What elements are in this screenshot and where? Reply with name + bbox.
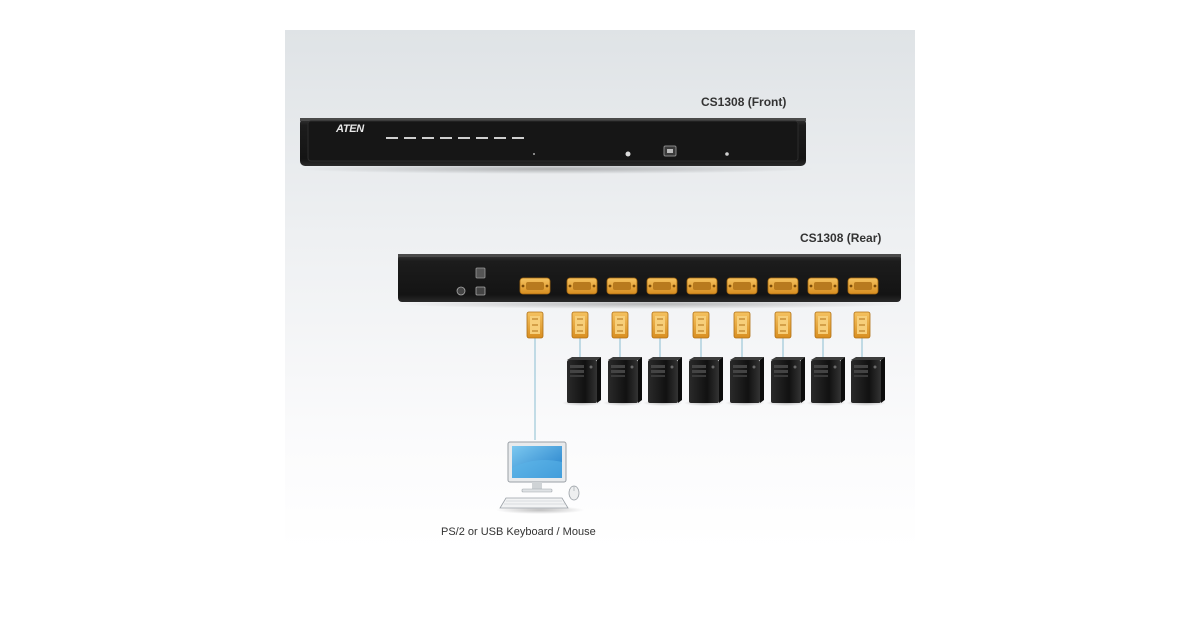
console-caption: PS/2 or USB Keyboard / Mouse bbox=[441, 526, 596, 538]
kvm-cable-connector-icon bbox=[651, 311, 669, 339]
front-button bbox=[625, 151, 631, 157]
kvm-computer-port bbox=[807, 277, 839, 295]
tower-pc-icon bbox=[648, 357, 682, 403]
monitor-keyboard-mouse-icon bbox=[496, 441, 584, 514]
mouse-icon bbox=[568, 485, 580, 501]
kvm-cable-connector-icon bbox=[853, 311, 871, 339]
ground-screw-icon bbox=[456, 286, 466, 296]
monitor-icon bbox=[507, 441, 567, 493]
kvm-cable-connector-icon bbox=[526, 311, 544, 339]
front-unit-label: CS1308 (Front) bbox=[701, 95, 787, 109]
tower-pc-icon bbox=[689, 357, 723, 403]
kvm-cable-connector-icon bbox=[692, 311, 710, 339]
kvm-cable-connector-icon bbox=[571, 311, 589, 339]
cable-connectors bbox=[526, 311, 871, 339]
kvm-console-port bbox=[519, 277, 551, 295]
computers bbox=[562, 357, 886, 406]
front-port-led bbox=[458, 137, 470, 139]
kvm-computer-port bbox=[847, 277, 879, 295]
kvm-cable-connector-icon bbox=[611, 311, 629, 339]
aten-logo: ATEN bbox=[336, 123, 364, 135]
kvm-cable-connector-icon bbox=[774, 311, 792, 339]
kvm-cable-connector-icon bbox=[733, 311, 751, 339]
kvm-computer-port bbox=[726, 277, 758, 295]
tower-pc-icon bbox=[771, 357, 805, 403]
kvm-front-panel bbox=[295, 118, 815, 174]
tower-pc-icon bbox=[608, 357, 642, 403]
rear-unit-label: CS1308 (Rear) bbox=[800, 231, 882, 245]
kvm-computer-port bbox=[606, 277, 638, 295]
tower-pc-icon bbox=[811, 357, 845, 403]
front-port-led bbox=[422, 137, 434, 139]
front-port-led bbox=[494, 137, 506, 139]
front-port-led bbox=[512, 137, 524, 139]
tower-pc-icon bbox=[567, 357, 601, 403]
front-port-led bbox=[386, 137, 398, 139]
kvm-computer-port bbox=[767, 277, 799, 295]
kvm-computer-port bbox=[686, 277, 718, 295]
front-port-led bbox=[440, 137, 452, 139]
kvm-computer-port bbox=[566, 277, 598, 295]
front-port-led bbox=[476, 137, 488, 139]
tower-pc-icon bbox=[851, 357, 885, 403]
front-port-led bbox=[404, 137, 416, 139]
kvm-rear-panel bbox=[395, 254, 905, 309]
power-jack-icon bbox=[475, 267, 486, 279]
kvm-computer-port bbox=[646, 277, 678, 295]
keyboard-icon bbox=[499, 497, 569, 509]
tower-pc-icon bbox=[730, 357, 764, 403]
kvm-cable-connector-icon bbox=[814, 311, 832, 339]
